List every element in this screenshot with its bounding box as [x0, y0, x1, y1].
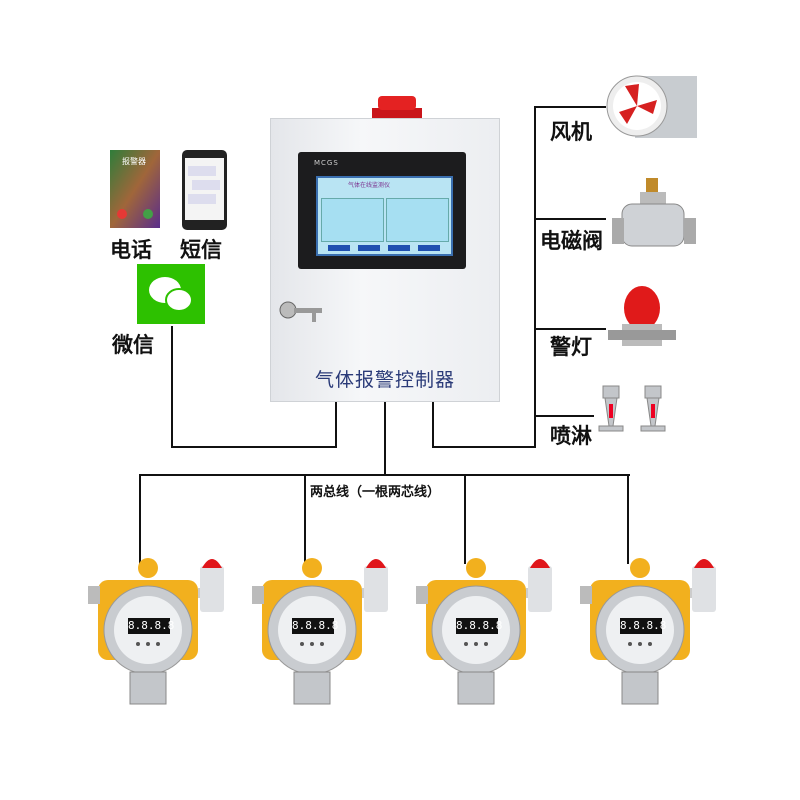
phone-call-icon	[110, 150, 160, 228]
output-label: 警灯	[550, 335, 592, 359]
gas-detector: 8.8.8.8	[244, 550, 404, 710]
trend-chart-right	[386, 198, 449, 242]
gas-detector: 8.8.8.8	[572, 550, 732, 710]
gas-detector-icon	[416, 558, 552, 705]
output-branch	[534, 415, 594, 417]
output-line	[432, 446, 536, 448]
detector-display: 8.8.8.8	[620, 619, 667, 632]
detector-display: 8.8.8.8	[456, 619, 503, 632]
bus-line	[384, 402, 386, 476]
output-label: 喷淋	[550, 424, 592, 448]
bus-drop	[139, 474, 141, 564]
alarm-beacon-icon	[372, 96, 422, 120]
output-branch	[534, 106, 606, 108]
gas-detector: 8.8.8.8	[80, 550, 240, 710]
bus-drop	[464, 474, 466, 564]
phone-call-label: 电话	[110, 238, 152, 262]
touch-screen[interactable]: MCGS 气体在线监测仪	[298, 152, 466, 269]
bus-drop	[627, 474, 629, 564]
output-label: 风机	[550, 120, 592, 144]
screen-button[interactable]	[358, 245, 380, 251]
trend-chart-left	[321, 198, 384, 242]
detector-display: 8.8.8.8	[128, 619, 175, 632]
bus-drop	[304, 474, 306, 564]
output-branch	[534, 328, 606, 330]
detector-display: 8.8.8.8	[292, 619, 339, 632]
screen-title: 气体在线监测仪	[348, 182, 391, 189]
bus-label: 两总线（一根两芯线）	[310, 485, 441, 500]
wechat-icon	[137, 264, 205, 324]
wechat-line	[171, 326, 173, 448]
gas-detector-icon	[88, 558, 224, 705]
warning-light-icon	[608, 286, 676, 346]
screen-display: 气体在线监测仪	[316, 176, 453, 256]
axial-fan-icon	[606, 75, 697, 138]
sprinkler-icon	[598, 385, 666, 432]
gas-detector-icon	[252, 558, 388, 705]
solenoid-valve-icon	[612, 178, 696, 247]
screen-brand: MCGS	[314, 159, 339, 167]
screen-button[interactable]	[418, 245, 440, 251]
output-line	[432, 402, 434, 448]
controller-label: 气体报警控制器	[314, 369, 455, 391]
output-branch	[534, 218, 606, 220]
wechat-line	[335, 402, 337, 448]
gas-detector: 8.8.8.8	[408, 550, 568, 710]
output-trunk	[534, 106, 536, 448]
wechat-label: 微信	[112, 333, 154, 357]
screen-button[interactable]	[388, 245, 410, 251]
wechat-line	[171, 446, 337, 448]
sms-phone-icon	[182, 150, 227, 230]
phone-call-screen-text: 报警器	[122, 157, 146, 166]
gas-detector-icon	[580, 558, 716, 705]
key-lock-icon	[279, 301, 322, 322]
bus-line	[139, 474, 630, 476]
output-label: 电磁阀	[540, 229, 603, 253]
sms-label: 短信	[180, 238, 222, 262]
screen-button[interactable]	[328, 245, 350, 251]
